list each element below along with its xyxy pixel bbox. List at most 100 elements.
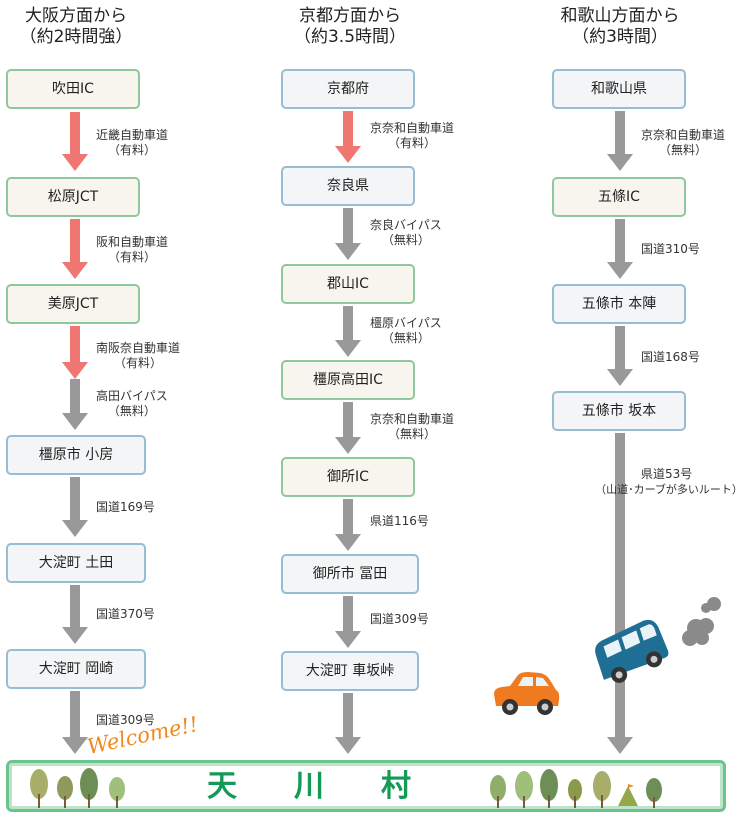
trees-right bbox=[490, 769, 662, 808]
arrow-free-shaft bbox=[343, 499, 353, 534]
village-char-2: 川 bbox=[294, 769, 324, 804]
tree-icon bbox=[109, 777, 125, 808]
tree-icon bbox=[80, 768, 98, 808]
blue-car-icon bbox=[595, 619, 669, 683]
arrow-free-head bbox=[335, 437, 361, 454]
route-fee: （有料） bbox=[108, 250, 157, 264]
node-gojo-honjin: 五條市 本陣 bbox=[552, 284, 686, 324]
arrow-free-head bbox=[607, 737, 633, 754]
tree-icon bbox=[57, 776, 73, 808]
route-fee: （無料） bbox=[388, 427, 437, 441]
arrow-free-shaft bbox=[343, 306, 353, 340]
node-gojo-sakamoto: 五條市 坂本 bbox=[552, 391, 686, 431]
blue-bus-illustration bbox=[595, 619, 669, 683]
node-suita-ic: 吹田IC bbox=[6, 69, 140, 109]
arrow-free-head bbox=[62, 737, 88, 754]
header-osaka-line1: 大阪方面から bbox=[25, 6, 127, 26]
node-oyodo-tsuchida: 大淀町 土田 bbox=[6, 543, 146, 583]
header-wakayama: 和歌山方面から （約3時間） bbox=[545, 6, 695, 48]
header-wakayama-line1: 和歌山方面から bbox=[560, 6, 680, 26]
arrow-free-head bbox=[335, 340, 361, 357]
route-name: 高田バイパス bbox=[96, 389, 168, 403]
route-label: 国道370号 bbox=[96, 607, 155, 622]
header-kyoto-line2: （約3.5時間） bbox=[293, 27, 407, 47]
route-name: 県道53号 bbox=[641, 467, 693, 481]
node-gojo-ic: 五條IC bbox=[552, 177, 686, 217]
smoke-icon bbox=[682, 597, 721, 646]
arrow-toll-head bbox=[62, 362, 88, 379]
arrow-free-shaft bbox=[615, 111, 625, 154]
route-fee: （無料） bbox=[659, 143, 708, 157]
route-name: 国道168号 bbox=[641, 350, 700, 364]
route-name: 国道309号 bbox=[96, 713, 155, 727]
arrow-free-head bbox=[62, 520, 88, 537]
village-char-3: 村 bbox=[381, 769, 411, 804]
tree-icon bbox=[540, 769, 558, 808]
route-label: 国道168号 bbox=[641, 350, 700, 365]
route-label: 国道169号 bbox=[96, 500, 155, 515]
route-label: 高田バイパス （無料） bbox=[96, 389, 168, 419]
tree-icon bbox=[30, 769, 48, 808]
node-gose-ic: 御所IC bbox=[281, 457, 415, 497]
node-gose-tonda: 御所市 冨田 bbox=[281, 554, 419, 594]
tent-icon bbox=[618, 784, 638, 806]
route-label: 南阪奈自動車道 （有料） bbox=[96, 341, 180, 371]
route-fee: （山道･カーブが多いルート） bbox=[595, 483, 743, 496]
route-label: 京奈和自動車道 （無料） bbox=[370, 412, 454, 442]
trees-left bbox=[30, 768, 125, 808]
arrow-free-shaft bbox=[615, 326, 625, 369]
route-name: 国道169号 bbox=[96, 500, 155, 514]
node-kashihara-obusa: 橿原市 小房 bbox=[6, 435, 146, 475]
route-label: 国道310号 bbox=[641, 242, 700, 257]
route-label: 国道309号 bbox=[96, 713, 155, 728]
arrow-free-shaft bbox=[615, 219, 625, 262]
smoke-illustration bbox=[682, 597, 721, 646]
node-oyodo-okazaki: 大淀町 岡崎 bbox=[6, 649, 146, 689]
arrow-toll-shaft bbox=[70, 326, 80, 362]
route-label: 京奈和自動車道 （有料） bbox=[370, 121, 454, 151]
arrow-free-shaft bbox=[343, 402, 353, 437]
route-fee: （有料） bbox=[108, 143, 157, 157]
route-name: 県道116号 bbox=[370, 514, 429, 528]
node-kashihara-takada-ic: 橿原高田IC bbox=[281, 360, 415, 400]
header-kyoto: 京都方面から （約3.5時間） bbox=[280, 6, 420, 48]
arrow-toll-shaft bbox=[70, 112, 80, 154]
arrow-free-shaft bbox=[343, 208, 353, 243]
tree-icon bbox=[568, 779, 582, 808]
arrow-free-shaft bbox=[70, 691, 80, 737]
arrow-free-head bbox=[335, 243, 361, 260]
node-kyoto-pref: 京都府 bbox=[281, 69, 415, 109]
route-label: 奈良バイパス （無料） bbox=[370, 218, 442, 248]
node-oyodo-kurumazaka: 大淀町 車坂峠 bbox=[281, 651, 419, 691]
village-char-1: 天 bbox=[207, 769, 237, 804]
route-name: 国道310号 bbox=[641, 242, 700, 256]
route-label: 近畿自動車道 （有料） bbox=[96, 128, 168, 158]
route-name: 奈良バイパス bbox=[370, 218, 442, 232]
route-name: 京奈和自動車道 bbox=[370, 121, 455, 135]
route-fee: （有料） bbox=[388, 136, 437, 150]
route-name: 南阪奈自動車道 bbox=[96, 341, 181, 355]
arrow-free-shaft bbox=[70, 477, 80, 520]
arrow-free-head bbox=[335, 631, 361, 648]
arrow-free-head bbox=[335, 534, 361, 551]
orange-car-icon bbox=[494, 672, 560, 715]
tree-icon bbox=[646, 778, 662, 808]
node-koriyama-ic: 郡山IC bbox=[281, 264, 415, 304]
route-label: 県道53号 （山道･カーブが多いルート） bbox=[592, 467, 746, 497]
arrow-free-head bbox=[62, 413, 88, 430]
arrow-free-shaft bbox=[70, 379, 80, 413]
route-name: 橿原バイパス bbox=[370, 316, 442, 330]
route-label: 国道309号 bbox=[370, 612, 429, 627]
arrow-toll-head bbox=[62, 262, 88, 279]
route-name: 近畿自動車道 bbox=[96, 128, 169, 142]
header-kyoto-line1: 京都方面から bbox=[299, 6, 401, 26]
route-label: 県道116号 bbox=[370, 514, 429, 529]
arrow-toll-head bbox=[335, 146, 361, 163]
route-label: 橿原バイパス （無料） bbox=[370, 316, 442, 346]
node-wakayama-pref: 和歌山県 bbox=[552, 69, 686, 109]
route-label: 京奈和自動車道 （無料） bbox=[641, 128, 725, 158]
route-name: 京奈和自動車道 bbox=[370, 412, 455, 426]
route-name: 国道309号 bbox=[370, 612, 429, 626]
header-wakayama-line2: （約3時間） bbox=[572, 27, 668, 47]
arrow-free-head bbox=[607, 154, 633, 171]
